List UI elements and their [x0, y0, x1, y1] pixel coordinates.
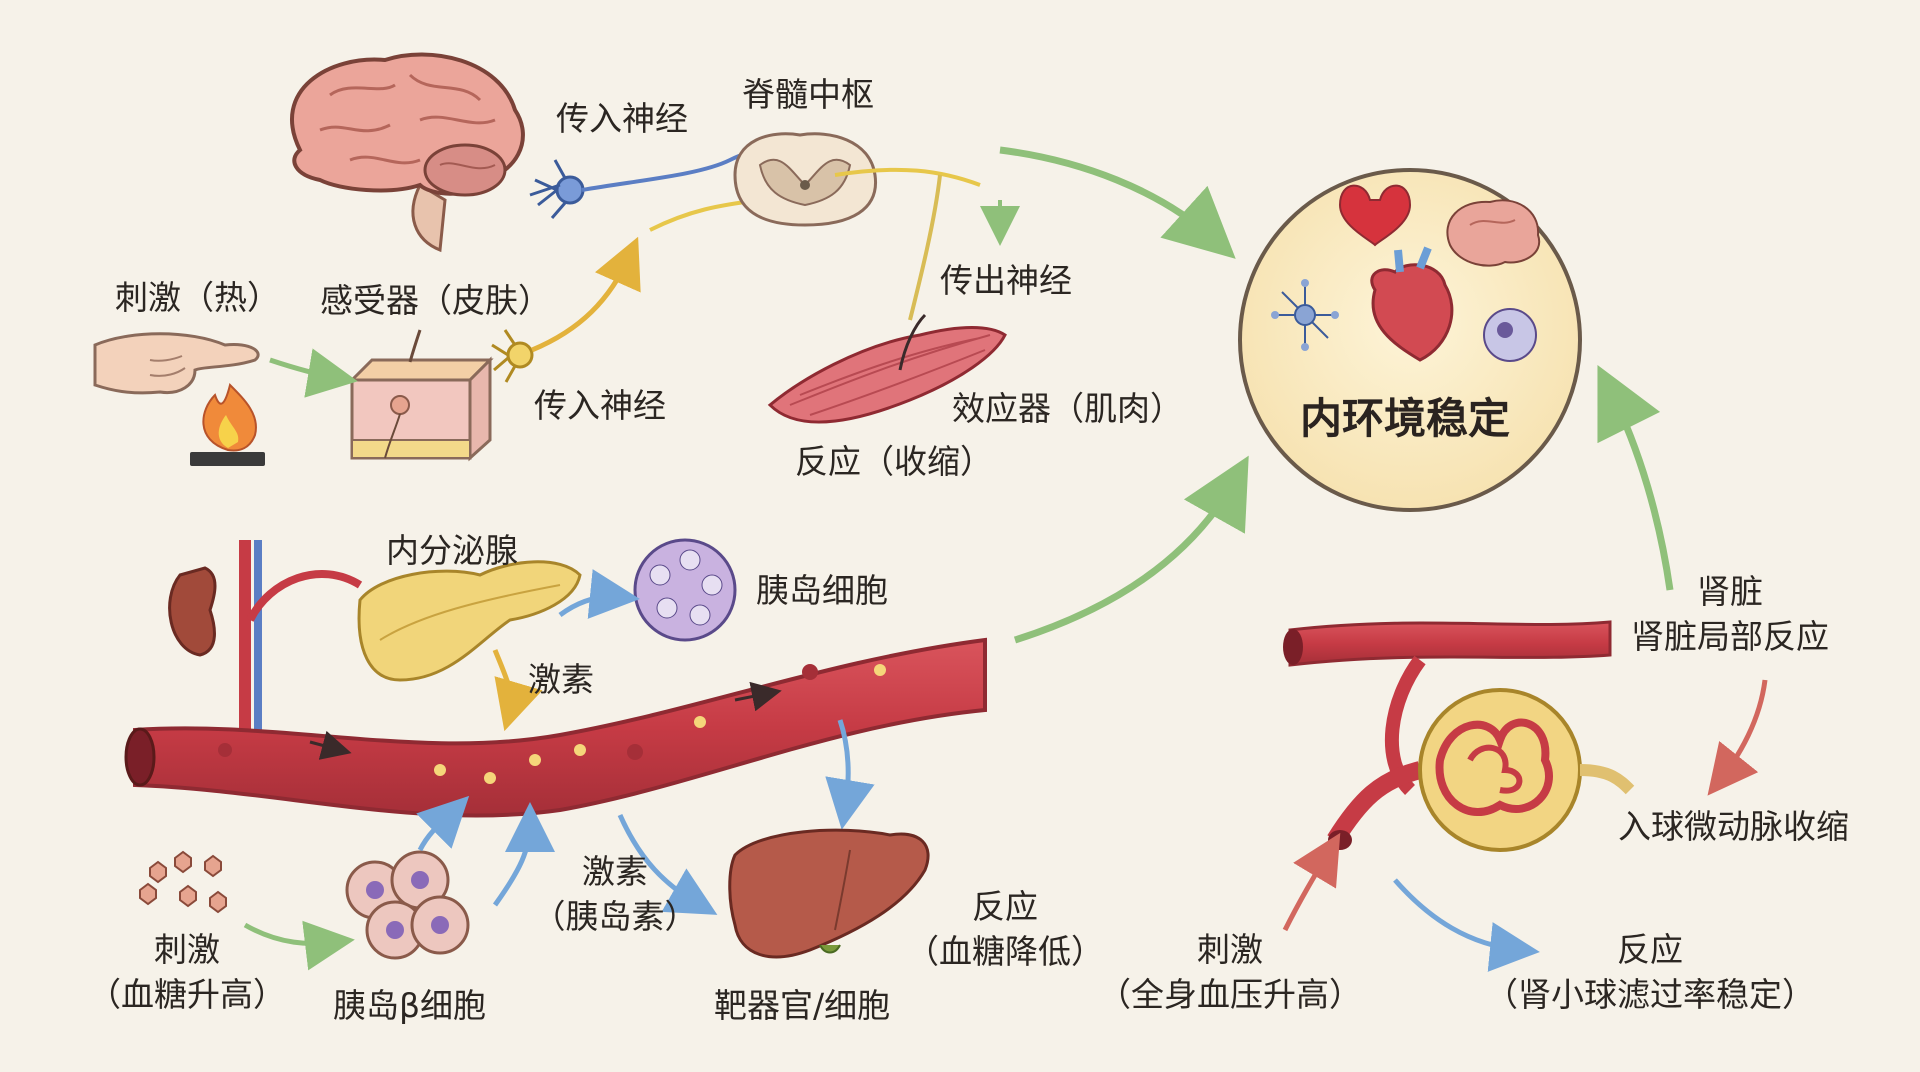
homeostasis-title: 内环境稳定	[1300, 394, 1511, 443]
hormone-insulin-line-2: （胰岛素）	[532, 896, 698, 936]
brain-illustration	[290, 52, 525, 253]
kidney-response-line-2: （肾小球滤过率稳定）	[1485, 974, 1815, 1014]
hormone-insulin-label: 激素 （胰岛素）	[533, 850, 698, 939]
kidney-left-illustration	[168, 566, 217, 657]
blood-sugar-stimulus-line-2: （血糖升高）	[88, 974, 286, 1014]
anatomical-heart-icon	[1370, 246, 1454, 362]
hormone-insulin-line-1: 激素	[582, 852, 648, 891]
effector-label: 效应器（肌肉）	[952, 389, 1183, 428]
arrow-pressure-stimulus	[1282, 832, 1341, 932]
fire-illustration	[190, 383, 265, 466]
green-arrow-kidney-to-homeostasis	[1597, 364, 1674, 591]
arrow-kidney-response	[1393, 878, 1540, 972]
heart-icon	[1338, 184, 1412, 247]
receptor-label: 感受器（皮肤）	[320, 281, 551, 320]
arrow-stimulus-to-beta	[243, 920, 355, 971]
arrow-beta-to-vessel-1	[416, 795, 470, 852]
afferent-arteriole-label: 入球微动脉收缩	[1618, 807, 1849, 846]
nervous-response-label: 反应（收缩）	[795, 442, 993, 481]
blood-sugar-response-line-2: （血糖降低）	[906, 931, 1104, 971]
beta-cell-cluster-illustration	[345, 850, 470, 960]
hand-illustration	[93, 332, 260, 395]
kidney-label-line-1: 肾脏	[1697, 572, 1763, 611]
gland-branch-vessel	[246, 569, 363, 622]
beta-cell-label: 胰岛β细胞	[333, 986, 487, 1025]
arrow-vessel-down-to-liver	[825, 719, 875, 830]
spinal-center-label: 脊髓中枢	[742, 75, 874, 114]
arrow-hand-to-skin	[269, 348, 358, 398]
arrow-vessel-to-liver	[617, 813, 718, 915]
blood-sugar-response-label: 反应 （血糖降低）	[906, 885, 1104, 974]
brain-icon	[1446, 199, 1541, 267]
arrow-gland-to-islet	[558, 569, 640, 619]
green-arrow-endocrine-to-homeostasis	[1013, 455, 1249, 644]
efferent-nerve-arrow	[908, 174, 942, 321]
blood-pressure-stimulus-line-2: （全身血压升高）	[1098, 974, 1362, 1014]
endocrine-gland-label: 内分泌腺	[386, 531, 518, 570]
kidney-response-line-1: 反应	[1617, 930, 1683, 969]
spinal-cord-illustration	[733, 132, 878, 227]
efferent-nerve-label: 传出神经	[940, 261, 1072, 300]
kidney-response-label: 反应 （肾小球滤过率稳定）	[1485, 928, 1815, 1017]
arrow-gland-hormone	[492, 649, 543, 732]
cell-icon	[1483, 308, 1537, 362]
afferent-nerve-arrow-lower	[531, 236, 641, 353]
blood-sugar-stimulus-label: 刺激 （血糖升高）	[88, 928, 286, 1017]
neuron-top-illustration	[529, 159, 585, 219]
arrow-beta-to-vessel-2	[492, 802, 555, 907]
nervous-stimulus-label: 刺激（热）	[115, 278, 280, 317]
glomerulus-illustration	[1418, 688, 1635, 852]
kidney-label-line-2: 肾脏局部反应	[1631, 616, 1829, 656]
arrow-kidney-local-response	[1707, 679, 1768, 796]
renal-vessel-illustration	[1283, 620, 1612, 850]
glucose-particles	[139, 850, 227, 914]
islet-cell-illustration	[633, 538, 737, 642]
liver-illustration	[728, 828, 930, 959]
green-arrow-nervous-to-homeostasis	[999, 146, 1236, 259]
hormone-label-top: 激素	[528, 660, 594, 699]
cell-network-icon	[1271, 279, 1339, 351]
kidney-label: 肾脏 肾脏局部反应	[1631, 570, 1829, 659]
target-organ-label: 靶器官/细胞	[714, 986, 891, 1025]
blood-pressure-stimulus-label: 刺激 （全身血压升高）	[1098, 928, 1362, 1017]
blood-sugar-response-line-1: 反应	[972, 887, 1038, 926]
pancreas-illustration	[357, 560, 582, 682]
blood-sugar-stimulus-line-1: 刺激	[154, 930, 220, 969]
afferent-nerve-label-bottom: 传入神经	[534, 386, 666, 425]
skin-receptor-illustration	[348, 329, 494, 462]
efferent-nerve-path	[834, 167, 981, 187]
muscle-illustration	[767, 313, 1007, 424]
blood-pressure-stimulus-line-1: 刺激	[1197, 930, 1263, 969]
afferent-nerve-label-top: 传入神经	[556, 99, 688, 138]
neuron-bottom-illustration	[491, 329, 534, 383]
islet-cell-label: 胰岛细胞	[756, 571, 888, 610]
